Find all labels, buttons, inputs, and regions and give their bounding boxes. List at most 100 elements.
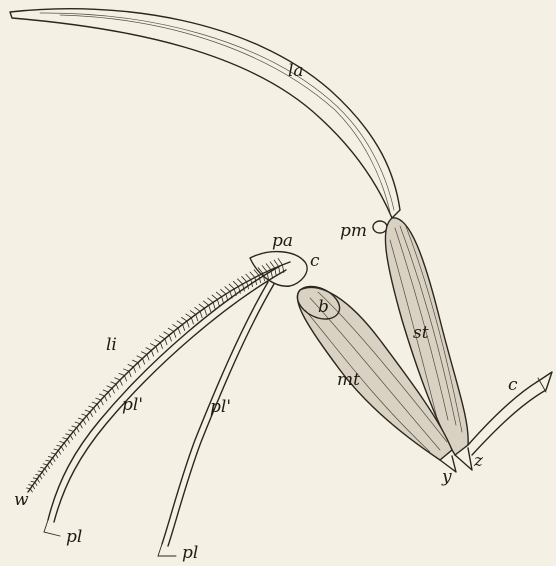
feather-bristle [51, 453, 56, 454]
label-b: b [318, 297, 329, 317]
feather-bristle [75, 422, 80, 424]
feather-bristle [95, 398, 100, 400]
appendage-la [10, 9, 400, 218]
feather-bristle [212, 295, 218, 300]
feather-bristle [160, 343, 162, 349]
feather-bristle [151, 350, 153, 356]
base-pa [250, 252, 307, 287]
feather-bristle [28, 485, 32, 486]
feather-bristle [178, 328, 180, 334]
feather-bristle [43, 464, 47, 465]
feather-bristle [64, 443, 66, 447]
feather-bristle [172, 324, 178, 328]
feather-bristle [58, 450, 60, 454]
label-pm: pm [340, 221, 367, 241]
feather-bristle [33, 485, 35, 489]
feather-bristle [45, 460, 50, 461]
feather-bristle [165, 339, 167, 345]
label-pl-2: pl [182, 543, 198, 563]
feather-bristle [169, 335, 171, 341]
feather-bristle [30, 489, 32, 492]
label-pl-prime-1: pl' [122, 395, 143, 415]
feather-bristle [199, 304, 205, 308]
feather-bristle [120, 380, 122, 386]
joint-pm [373, 221, 387, 233]
feather-bristle [40, 475, 42, 479]
label-st: st [413, 323, 429, 343]
feather-bristle [107, 386, 112, 388]
feather-bristle [196, 314, 198, 321]
feather-bristle [101, 400, 103, 405]
feather-bristle [159, 336, 165, 339]
feather-bristle [237, 279, 242, 284]
feather-bristle [105, 396, 107, 401]
feather-bristle [123, 369, 129, 371]
feather-bristle [128, 364, 134, 366]
feather-bristle [111, 382, 117, 384]
feather-bristle [233, 281, 238, 286]
feather-bristle [88, 406, 93, 408]
feathered-limb-li [26, 258, 290, 492]
feather-bristle [168, 328, 174, 331]
feather-bristle [124, 376, 126, 382]
feather-bristle [42, 472, 44, 476]
feather-bristle [54, 449, 59, 450]
feather-bristle [274, 260, 279, 267]
feather-bristle [133, 367, 135, 373]
label-w: w [14, 490, 29, 510]
feather-bristle [68, 430, 73, 432]
feather-bristle [194, 307, 200, 311]
feather-bristle [164, 332, 170, 335]
feather-bristle [181, 317, 187, 321]
feather-bristle [116, 384, 118, 389]
feather-bristle [217, 299, 219, 306]
feather-bristle [99, 394, 104, 396]
label-li: li [106, 335, 117, 355]
feather-bristle [81, 414, 86, 416]
feather-bristle [183, 324, 185, 330]
feather-bristle [216, 292, 222, 297]
feather-bristle [72, 426, 77, 428]
feather-bristle [207, 298, 213, 303]
feather-bristle [137, 356, 143, 359]
limb-pl-prime-1 [44, 266, 286, 536]
feather-bristle [200, 311, 202, 318]
feather-bristle [37, 479, 39, 483]
feather-bristle [56, 454, 58, 458]
feather-bristle [209, 305, 211, 312]
feather-bristle [141, 352, 147, 355]
feather-bristle [92, 402, 97, 404]
feather-bristle [250, 272, 255, 278]
feather-bristle [129, 371, 131, 377]
feather-bristle [174, 331, 176, 337]
feather-bristle [262, 265, 267, 271]
feather-bristle [266, 263, 271, 269]
feather-bristle [40, 467, 44, 468]
feather-bristle [225, 286, 230, 291]
feather-bristle [112, 388, 114, 393]
feather-bristle [87, 416, 89, 421]
label-c-top: c [310, 251, 320, 271]
feather-bristle [50, 461, 52, 465]
feather-bristle [94, 408, 96, 413]
feather-bristle [177, 321, 183, 325]
feather-bristle [35, 474, 39, 475]
feather-bristle [33, 478, 37, 479]
feather-bristle [62, 438, 67, 439]
feather-bristle [241, 276, 246, 282]
feather-bristle [65, 434, 70, 435]
feather-bristle [220, 289, 225, 294]
feather-bristle [70, 435, 72, 440]
feather-bristle [31, 481, 35, 482]
feather-bristle [77, 427, 79, 432]
label-pl-1: pl [66, 527, 82, 547]
feather-bristle [213, 302, 215, 309]
label-mt: mt [337, 370, 360, 390]
label-pa: pa [272, 231, 293, 251]
feather-bristle [78, 418, 83, 420]
feather-bristle [38, 471, 42, 472]
feather-bristle [83, 420, 85, 425]
feather-bristle [85, 410, 90, 412]
feather-bristle [146, 347, 152, 350]
